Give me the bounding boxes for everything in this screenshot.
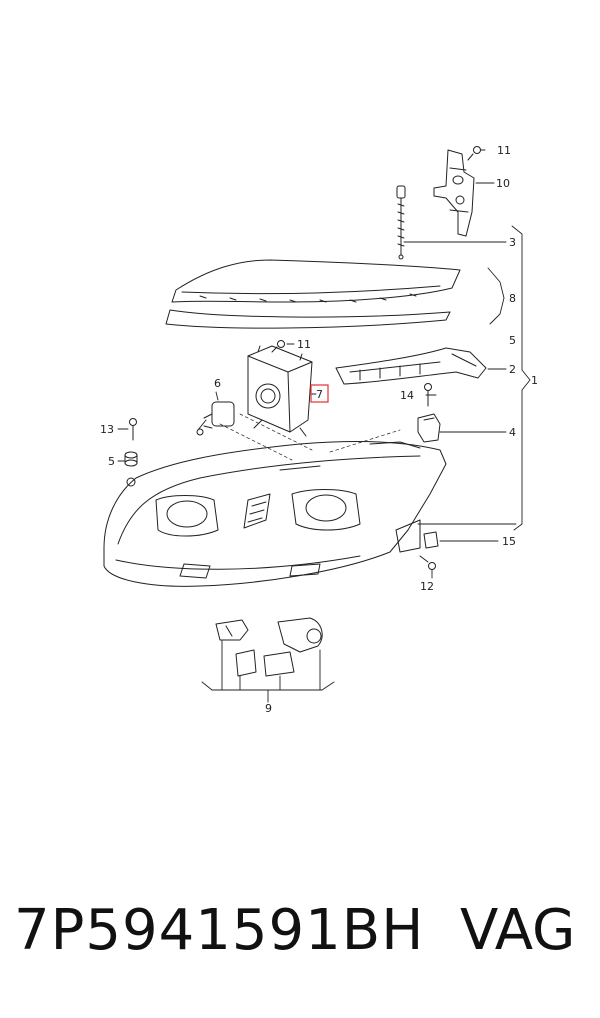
- small-clip: [423, 531, 439, 549]
- leader-lines: [117, 149, 531, 703]
- trim-strip-upper: [171, 259, 461, 303]
- callout-3: 3: [509, 236, 516, 249]
- brand-label: VAG: [460, 898, 576, 963]
- callout-1: 1: [531, 374, 538, 387]
- callout-13: 13: [100, 423, 114, 436]
- screw-top: [467, 146, 481, 161]
- side-bracket-strip: [335, 347, 487, 385]
- callout-5-right: 5: [509, 334, 516, 347]
- adjuster-rod: [396, 185, 406, 260]
- screw-14: [424, 383, 432, 407]
- grommet: [124, 451, 138, 467]
- highlight-box: [310, 384, 329, 403]
- callout-9: 9: [265, 702, 272, 715]
- alignment-lines: [219, 413, 401, 461]
- mounting-clip: [417, 413, 441, 443]
- screw-middle: [271, 340, 285, 353]
- callout-2: 2: [509, 363, 516, 376]
- callout-12: 12: [420, 580, 434, 593]
- repair-kit: [215, 617, 323, 677]
- callout-10: 10: [496, 177, 510, 190]
- screw-12: [419, 555, 436, 570]
- callout-11-top: 11: [497, 144, 511, 157]
- exploded-parts-diagram: 11 10 3 8 5 11 2 1 6 7 14 13 4 5 15 12 9: [100, 144, 538, 715]
- callout-4: 4: [509, 426, 516, 439]
- callout-7: 7: [316, 388, 323, 401]
- mounting-bracket: [433, 149, 475, 237]
- headlamp-housing: [103, 441, 447, 587]
- callout-14: 14: [400, 389, 414, 402]
- callout-8: 8: [509, 292, 516, 305]
- screw-13: [129, 418, 137, 441]
- callout-11-middle: 11: [297, 338, 311, 351]
- control-module: [247, 345, 313, 437]
- bulb-igniter: [196, 401, 235, 436]
- callout-15: 15: [502, 535, 516, 548]
- callout-6: 6: [214, 377, 221, 390]
- callout-5-left: 5: [108, 455, 115, 468]
- trim-strip-lower: [165, 309, 451, 329]
- part-number: 7P5941591BH: [14, 898, 425, 963]
